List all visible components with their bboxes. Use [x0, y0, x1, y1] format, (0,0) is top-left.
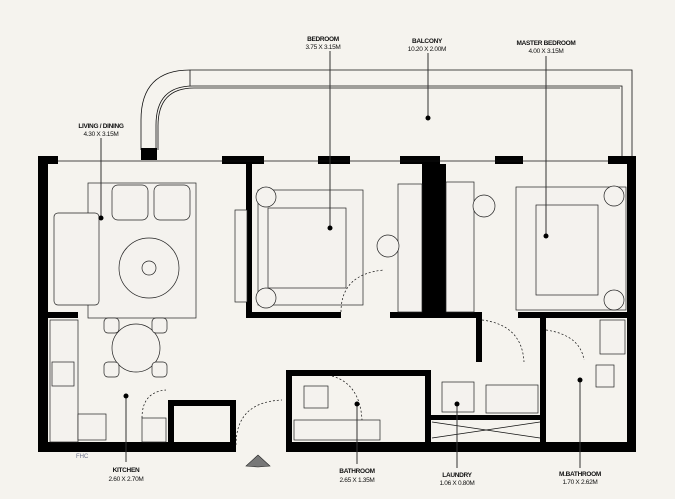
entrance — [235, 399, 283, 468]
kitchen-label: KITCHEN — [113, 467, 140, 474]
living-dining-size: 4.30 X 3.15M — [83, 131, 118, 138]
exterior-walls — [38, 156, 636, 452]
bedroom-furniture — [234, 183, 423, 313]
bathroom-fixtures — [293, 319, 626, 441]
leader-lines — [98, 51, 583, 468]
living-furniture — [53, 182, 197, 378]
kitchen-size: 2.60 X 2.70M — [108, 476, 143, 483]
m-bathroom-size: 1.70 X 2.62M — [562, 479, 597, 486]
m-bathroom-label: M.BATHROOM — [559, 471, 601, 478]
interior-walls — [48, 164, 628, 445]
bathroom-size: 2.65 X 1.35M — [339, 477, 374, 484]
master-bedroom-label: MASTER BEDROOM — [517, 40, 576, 47]
kitchen-fixtures — [49, 319, 167, 443]
bedroom-size: 3.75 X 3.15M — [305, 44, 340, 51]
entrance-marker-icon — [245, 454, 271, 468]
laundry-size: 1.06 X 0.80M — [439, 480, 474, 487]
balcony-label: BALCONY — [412, 38, 443, 45]
fhc-annotation: FHC — [76, 454, 89, 460]
living-dining-label: LIVING / DINING — [78, 123, 124, 130]
master-bedroom-size: 4.00 X 3.15M — [528, 48, 563, 55]
laundry-label: LAUNDRY — [442, 472, 472, 479]
balcony-size: 10.20 X 2.00M — [408, 46, 446, 53]
bedroom-label: BEDROOM — [307, 36, 339, 43]
master-bedroom-furniture — [445, 181, 627, 363]
bathroom-label: BATHROOM — [339, 468, 374, 475]
balcony — [140, 69, 633, 160]
